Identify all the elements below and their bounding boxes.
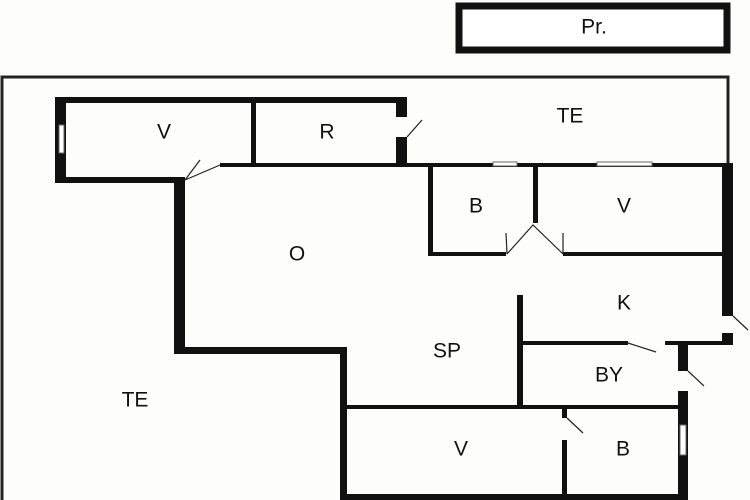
room-label-veranda-top-right: V (617, 195, 631, 218)
walls (55, 97, 733, 500)
doors (184, 119, 749, 434)
room-label-kitchen: K (617, 292, 631, 315)
title-box-label: Pr. (581, 16, 607, 39)
room-label-veranda-bottom: V (454, 438, 468, 461)
room-label-terrace-top: TE (557, 105, 584, 128)
room-label-r: R (319, 121, 334, 144)
room-label-terrace-left: TE (122, 389, 149, 412)
room-label-bath-bottom: B (616, 438, 630, 461)
plot-boundary (0, 75, 730, 500)
room-label-living: O (289, 243, 305, 266)
room-label-veranda-top-left: V (157, 121, 171, 144)
title-box: Pr. (455, 2, 731, 54)
room-labels: TE V R B V O K SP BY TE V B (122, 105, 631, 461)
windows (58, 124, 687, 456)
room-label-dining: SP (433, 340, 461, 363)
room-label-bath-top: B (469, 195, 483, 218)
room-label-utility: BY (595, 364, 623, 387)
